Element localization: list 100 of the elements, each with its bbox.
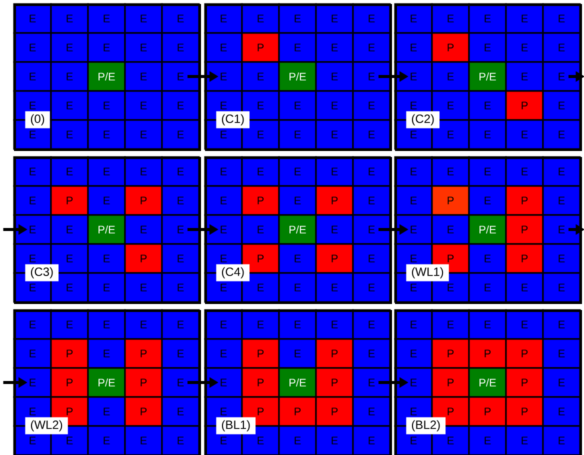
grid-cell: E <box>542 185 581 216</box>
grid-cell: E <box>315 156 354 187</box>
grid-cell: E <box>87 272 126 303</box>
grid-cell: E <box>542 214 581 245</box>
grid-cell: P/E <box>278 214 317 245</box>
grid-cell: E <box>50 156 89 187</box>
grid-cell: P <box>315 185 354 216</box>
grid-cell: E <box>161 243 200 274</box>
grid-cell: E <box>505 61 544 92</box>
grid-cell: P <box>124 185 163 216</box>
grid-cell: P <box>505 338 544 369</box>
grid-panel <box>205 4 392 151</box>
grid-cell: P <box>124 367 163 398</box>
grid-cell: P <box>315 367 354 398</box>
grid-cell: E <box>505 3 544 34</box>
grid-cell: E <box>204 185 243 216</box>
grid-cell: E <box>431 156 470 187</box>
grid-cell: P/E <box>87 214 126 245</box>
grid-cell: P <box>278 396 317 427</box>
grid-cell: E <box>161 425 200 455</box>
grid-cell: E <box>161 367 200 398</box>
grid-cell: E <box>352 3 391 34</box>
grid-panel <box>14 4 201 151</box>
grid-cell: E <box>394 32 433 63</box>
grid-cell: E <box>468 243 507 274</box>
grid-cell: E <box>124 309 163 340</box>
grid-cell: E <box>542 90 581 121</box>
panel-label: (C1) <box>216 111 250 128</box>
grid-cell: E <box>505 425 544 455</box>
grid-cell: E <box>542 309 581 340</box>
grid-cell: P <box>505 243 544 274</box>
grid-cell: P/E <box>278 367 317 398</box>
grid-cell: E <box>542 61 581 92</box>
grid-cell: P/E <box>468 214 507 245</box>
grid-cell: E <box>204 214 243 245</box>
grid-cell: P <box>431 185 470 216</box>
grid-cell: E <box>13 185 52 216</box>
grid-cell: E <box>124 119 163 150</box>
grid-cell: E <box>278 119 317 150</box>
panel-label: (BL2) <box>406 417 446 434</box>
panel-label: (BL1) <box>216 417 256 434</box>
grid-cell: P <box>124 396 163 427</box>
grid-cell: E <box>87 119 126 150</box>
grid-cell: E <box>204 338 243 369</box>
grid-cell: E <box>315 272 354 303</box>
grid-cell: E <box>352 90 391 121</box>
grid-cell: P <box>431 367 470 398</box>
grid-cell: E <box>13 61 52 92</box>
grid-cell: E <box>431 309 470 340</box>
grid-cell: P <box>505 90 544 121</box>
grid-cell: E <box>431 3 470 34</box>
grid-cell: E <box>352 272 391 303</box>
grid-cell: E <box>87 90 126 121</box>
grid-cell: E <box>394 338 433 369</box>
grid-cell: E <box>13 367 52 398</box>
grid-cell: E <box>124 61 163 92</box>
grid-cell: E <box>352 367 391 398</box>
grid-cell: E <box>87 3 126 34</box>
grid-cell: E <box>161 61 200 92</box>
grid-cell: E <box>505 119 544 150</box>
grid-cell: E <box>87 32 126 63</box>
grid-cell: E <box>204 61 243 92</box>
grid-cell: E <box>315 32 354 63</box>
grid-cell: P <box>505 396 544 427</box>
grid-cell: E <box>352 243 391 274</box>
grid-cell: E <box>241 61 280 92</box>
grid-cell: E <box>124 272 163 303</box>
grid-cell: E <box>278 425 317 455</box>
grid-cell: E <box>204 32 243 63</box>
grid-cell: P <box>505 185 544 216</box>
grid-cell: P <box>468 338 507 369</box>
grid-cell: P <box>468 396 507 427</box>
grid-cell: P/E <box>278 61 317 92</box>
panel-label: (0) <box>25 111 50 128</box>
grid-cell: E <box>124 214 163 245</box>
grid-cell: E <box>161 90 200 121</box>
grid-cell: E <box>468 185 507 216</box>
grid-cell: E <box>542 396 581 427</box>
grid-cell: E <box>161 309 200 340</box>
grid-cell: P <box>241 338 280 369</box>
grid-cell: P/E <box>468 61 507 92</box>
grid-cell: E <box>87 396 126 427</box>
grid-cell: E <box>278 272 317 303</box>
grid-cell: E <box>278 90 317 121</box>
grid-cell: E <box>13 32 52 63</box>
grid-cell: E <box>161 338 200 369</box>
grid-cell: E <box>468 32 507 63</box>
grid-cell: E <box>161 185 200 216</box>
grid-cell: E <box>50 3 89 34</box>
grid-cell: E <box>87 185 126 216</box>
grid-cell: E <box>505 272 544 303</box>
grid-panel <box>395 4 582 151</box>
grid-cell: E <box>161 272 200 303</box>
grid-cell: P <box>50 338 89 369</box>
grid-cell: E <box>315 119 354 150</box>
grid-cell: E <box>315 309 354 340</box>
panel-label: (WL1) <box>406 264 449 282</box>
grid-panel <box>205 310 392 455</box>
grid-cell: E <box>394 185 433 216</box>
grid-cell: E <box>87 243 126 274</box>
